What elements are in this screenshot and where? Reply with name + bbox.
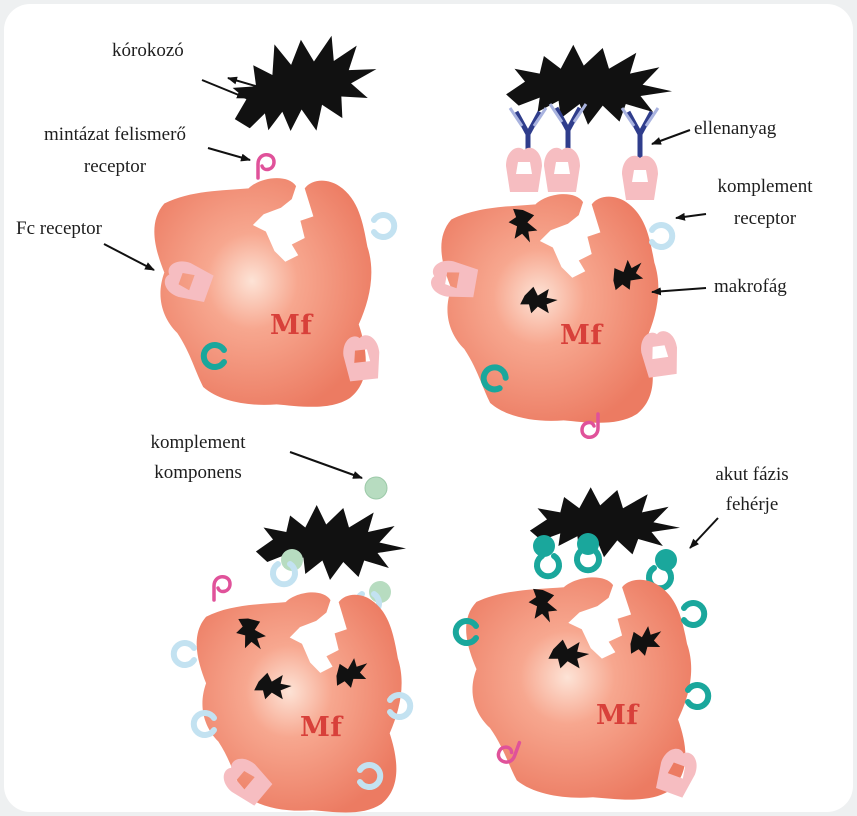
label-komplement-komponens-line1: komplement <box>118 432 278 453</box>
pattern-receptor <box>214 577 230 600</box>
label-akut-line1: akut fázis <box>692 464 812 485</box>
arrow-fc-receptor <box>104 244 154 270</box>
cell-label-4: Mf <box>596 700 639 731</box>
antibody <box>622 108 658 160</box>
pathogen <box>217 17 389 154</box>
fc-receptor <box>622 156 658 200</box>
label-fc-receptor: Fc receptor <box>16 218 102 239</box>
complement-component <box>365 477 387 499</box>
panel-2 <box>429 45 706 437</box>
complement-receptor <box>374 215 394 237</box>
arrow-makrofag <box>652 288 706 292</box>
complement-receptor <box>652 225 672 247</box>
macrophage-cell <box>466 577 691 799</box>
cell-label-3: Mf <box>300 712 343 743</box>
cell-label-1: Mf <box>270 310 313 341</box>
label-komplement-receptor-line1: komplement <box>700 176 830 197</box>
acute-phase-receptor <box>537 556 559 576</box>
arrow-antibody <box>652 130 690 144</box>
label-mintazat-line1: mintázat felismerő <box>10 124 220 145</box>
acute-phase-receptor <box>688 685 708 707</box>
pattern-receptor <box>258 155 274 178</box>
pathogen <box>256 505 406 580</box>
fc-receptor <box>544 148 580 192</box>
label-mintazat-line2: receptor <box>10 156 220 177</box>
label-korokozo: kórokozó <box>112 40 184 61</box>
cell-label-2: Mf <box>560 320 603 351</box>
arrow-acute-phase-protein <box>690 518 718 548</box>
acute-phase-receptor <box>684 603 704 625</box>
macrophage-cell <box>441 194 658 423</box>
label-komplement-komponens-line2: komponens <box>118 462 278 483</box>
acute-phase-protein <box>533 535 555 557</box>
pathogen <box>506 45 672 125</box>
label-ellenanyag: ellenanyag <box>694 118 776 139</box>
panel-4 <box>456 487 718 799</box>
arrow-complement-component <box>290 452 362 478</box>
panel-3 <box>174 452 410 813</box>
panel-1 <box>104 17 394 407</box>
fc-receptor <box>506 148 542 192</box>
complement-receptor <box>174 643 194 665</box>
label-makrofag: makrofág <box>714 276 787 297</box>
label-komplement-receptor-line2: receptor <box>700 208 830 229</box>
label-akut-line2: fehérje <box>692 494 812 515</box>
